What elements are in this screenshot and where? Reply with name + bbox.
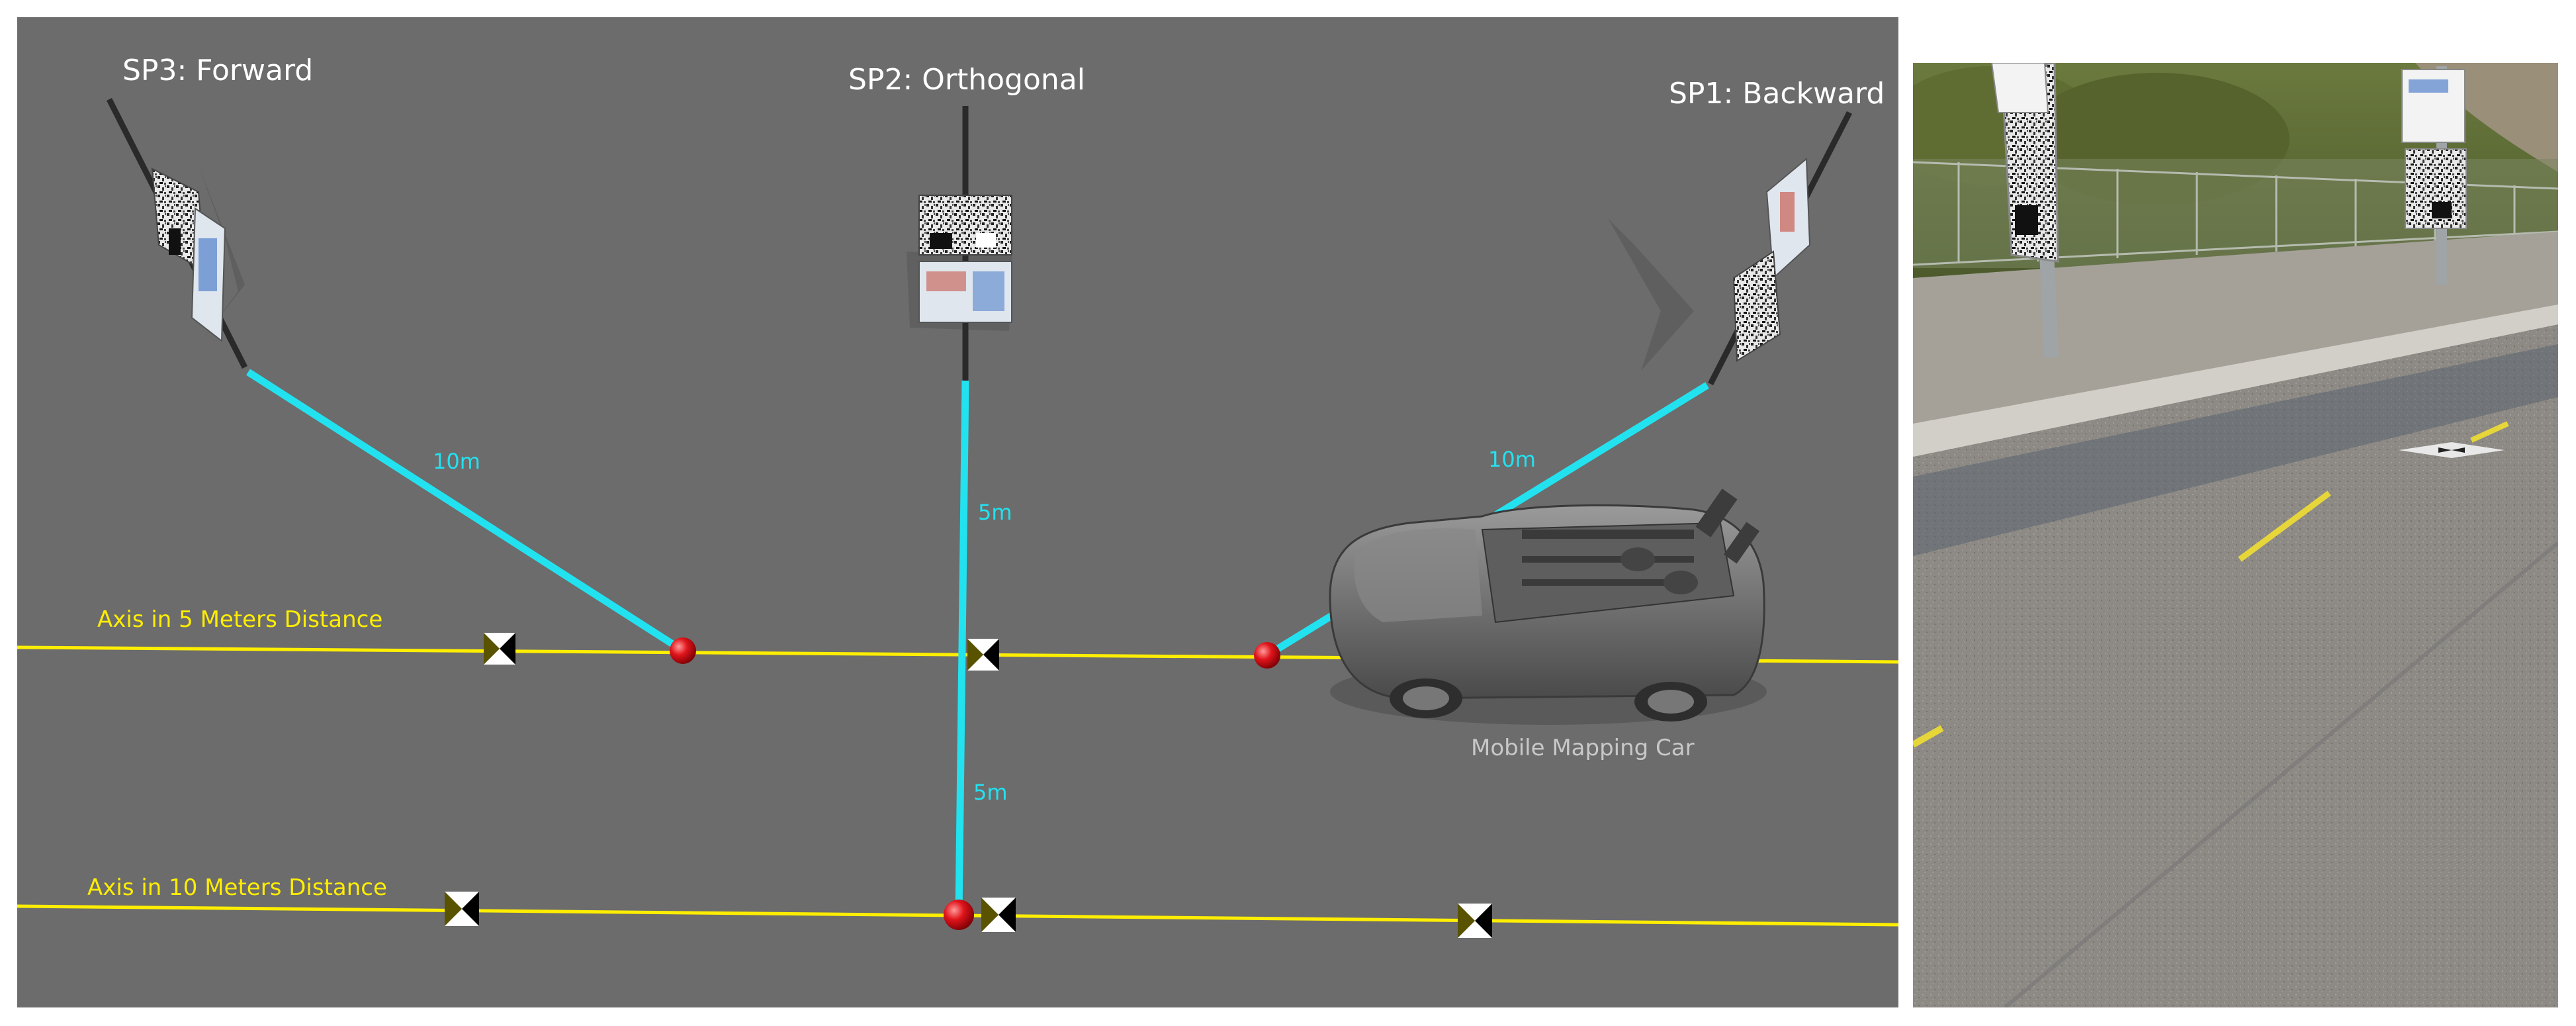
marker-point-sp1 [1254, 642, 1280, 669]
marker-point-sp2 [944, 900, 974, 930]
distance-label-sp3: 10m [433, 449, 480, 474]
mobile-mapping-car [1329, 489, 1767, 725]
sign-post-sp2 [907, 106, 1012, 381]
axis-label-near: Axis in 5 Meters Distance [97, 606, 382, 633]
street-photo [1913, 63, 2558, 1007]
sign-post-label-sp3: SP3: Forward [122, 54, 313, 87]
ground-target-far-1 [445, 892, 479, 926]
distance-line-sp3 [246, 369, 685, 654]
sign-post-label-sp2: SP2: Orthogonal [848, 63, 1085, 97]
distance-label-sp2-lower: 5m [973, 780, 1008, 805]
ground-target-near-2 [967, 639, 999, 671]
ground-target-far-3 [1458, 904, 1492, 938]
sign-post-sp3 [106, 97, 248, 369]
scene-panel: SP3: Forward SP2: Orthogonal SP1: Backwa… [17, 17, 1899, 1007]
distance-label-sp2-upper: 5m [978, 500, 1012, 525]
distance-label-sp1: 10m [1488, 447, 1536, 472]
sign-post-label-sp1: SP1: Backward [1669, 77, 1885, 111]
distance-line-sp2 [955, 380, 969, 915]
sign-post-sp1 [1608, 111, 1853, 386]
ground-target-far-2 [981, 898, 1016, 932]
ground-target-near-1 [484, 633, 515, 665]
car-label: Mobile Mapping Car [1471, 735, 1695, 761]
axis-label-far: Axis in 10 Meters Distance [87, 874, 387, 901]
marker-point-sp3 [670, 637, 696, 664]
